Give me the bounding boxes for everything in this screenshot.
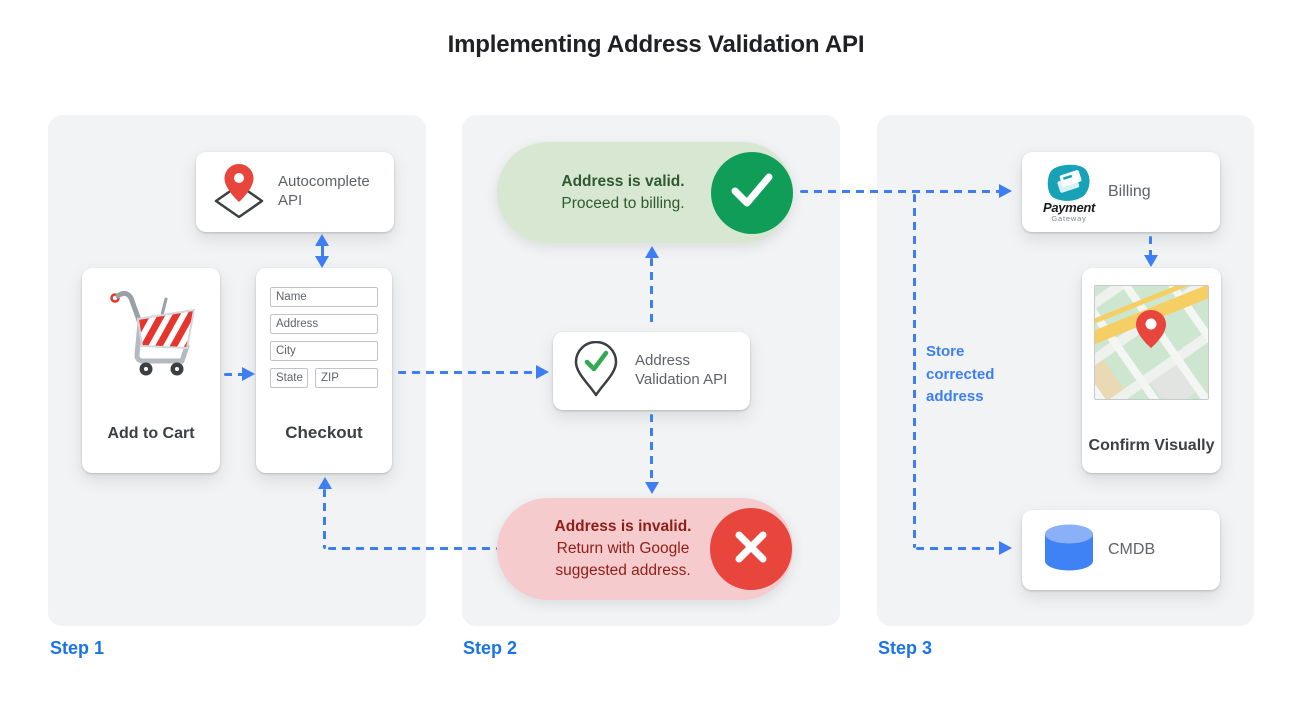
address-field: Address bbox=[270, 314, 378, 334]
page-title: Implementing Address Validation API bbox=[447, 31, 865, 58]
cmdb-card: CMDB bbox=[1022, 510, 1220, 590]
api-to-valid-arrowhead bbox=[645, 246, 659, 258]
check-icon bbox=[711, 149, 793, 236]
step2-label: Step 2 bbox=[463, 638, 518, 658]
city-field: City bbox=[270, 341, 378, 361]
api-to-invalid-arrowhead bbox=[645, 482, 659, 494]
name-field: Name bbox=[270, 287, 378, 307]
valid-subtitle: Proceed to billing. bbox=[561, 194, 685, 212]
invalid-title: Address is invalid. bbox=[554, 518, 692, 536]
store-branch-horizontal bbox=[916, 547, 1000, 550]
invalid-x-circle bbox=[710, 508, 792, 590]
step3-label: Step 3 bbox=[878, 638, 933, 658]
api-to-invalid-arrow bbox=[650, 414, 653, 482]
valid-to-billing-arrowhead bbox=[999, 184, 1012, 198]
add-to-cart-label: Add to Cart bbox=[107, 425, 195, 442]
autocomplete-api-card: Autocomplete API bbox=[196, 152, 394, 232]
valid-title: Address is valid. bbox=[561, 172, 685, 190]
payment-logo-subtitle: Gateway bbox=[1051, 213, 1087, 223]
billing-to-confirm-arrowhead bbox=[1144, 255, 1158, 267]
address-validation-api-card: Address Validation API bbox=[553, 332, 750, 410]
shopping-cart-icon bbox=[104, 283, 200, 384]
confirm-visually-card: Confirm Visually bbox=[1082, 268, 1221, 473]
validation-pin-check-icon bbox=[573, 340, 619, 402]
invalid-to-checkout-arrowhead bbox=[318, 477, 332, 489]
confirm-visually-label: Confirm Visually bbox=[1088, 437, 1215, 455]
store-branch-arrowhead bbox=[999, 541, 1012, 555]
invalid-subtitle: Return with Google suggested address. bbox=[555, 540, 691, 579]
autocomplete-api-label: Autocomplete API bbox=[278, 173, 370, 209]
autocomplete-map-pin-icon bbox=[212, 161, 266, 224]
state-field: State bbox=[270, 368, 308, 388]
billing-label: Billing bbox=[1108, 183, 1151, 200]
add-to-cart-card: Add to Cart bbox=[82, 268, 220, 473]
invalid-to-checkout-arrow-horizontal bbox=[328, 547, 497, 550]
payment-gateway-icon: Payment Gateway bbox=[1038, 162, 1100, 223]
address-invalid-pill: Address is invalid. Return with Google s… bbox=[497, 498, 793, 600]
billing-to-confirm-arrow bbox=[1149, 236, 1152, 256]
address-validation-api-label: Address Validation API bbox=[635, 352, 728, 388]
store-branch-vertical bbox=[913, 194, 916, 548]
billing-card: Payment Gateway Billing bbox=[1022, 152, 1220, 232]
cart-to-checkout-arrow bbox=[224, 373, 243, 376]
database-icon bbox=[1040, 521, 1098, 580]
checkout-to-api-arrowhead bbox=[536, 365, 549, 379]
x-icon bbox=[710, 506, 792, 593]
checkout-to-api-arrow bbox=[398, 371, 537, 374]
invalid-to-checkout-arrow-vertical bbox=[323, 489, 326, 549]
checkout-label: Checkout bbox=[285, 423, 363, 442]
cart-to-checkout-arrowhead bbox=[242, 367, 255, 381]
cmdb-label: CMDB bbox=[1108, 541, 1156, 558]
api-to-valid-arrow bbox=[650, 258, 653, 328]
map-thumbnail bbox=[1094, 285, 1209, 400]
step1-label: Step 1 bbox=[50, 638, 105, 658]
valid-check-circle bbox=[711, 149, 793, 236]
zip-field: ZIP bbox=[315, 368, 378, 388]
payment-logo-title: Payment bbox=[1042, 199, 1096, 215]
autocomplete-checkout-arrow bbox=[315, 234, 329, 268]
store-corrected-address-note: Store corrected address bbox=[926, 343, 995, 405]
valid-to-billing-arrow bbox=[800, 190, 1000, 193]
checkout-card: Name Address City State ZIP Checkout bbox=[256, 268, 392, 473]
address-valid-pill: Address is valid. Proceed to billing. bbox=[497, 142, 793, 243]
